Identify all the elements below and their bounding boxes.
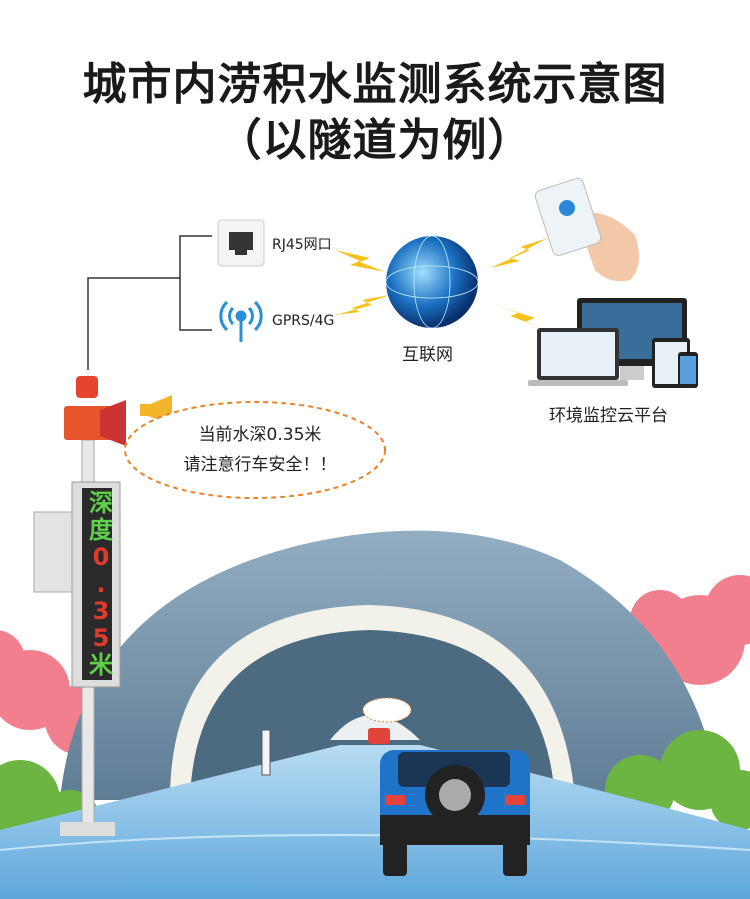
rj45-port-icon [217, 219, 265, 267]
blue-car [380, 750, 530, 876]
led-char-4: . [96, 570, 106, 598]
title-line-2: （以隧道为例） [217, 115, 533, 166]
bubble-line-2: 请注意行车安全！！ [183, 455, 337, 475]
speech-bubble [124, 401, 386, 499]
gprs-label: GPRS/4G [272, 313, 335, 329]
lightning-bolt-icons [335, 238, 548, 330]
monitoring-pole [33, 439, 121, 836]
title-line-1: 城市内涝积水监测系统示意图 [82, 59, 668, 110]
platform-label: 环境监控云平台 [549, 406, 668, 426]
flooded-road [0, 745, 750, 899]
rj45-label: RJ45网口 [272, 237, 332, 253]
water-level-sensor-post [261, 729, 271, 776]
distant-red-car [368, 728, 390, 744]
led-char-5: 3 [92, 597, 110, 625]
internet-label: 互联网 [402, 345, 453, 365]
monitoring-platform-devices-icon [528, 298, 698, 388]
led-char-7: 米 [89, 651, 113, 679]
internet-globe-icon [385, 235, 479, 329]
wireless-signal-icon [219, 300, 263, 342]
smartphone-icon [534, 177, 639, 282]
led-char-1: 深 [89, 489, 113, 517]
led-char-6: 5 [92, 624, 110, 652]
bubble-line-1: 当前水深0.35米 [198, 425, 322, 445]
alarm-light-speaker [64, 376, 126, 446]
speech-bubble-text: 当前水深0.35米 请注意行车安全！！ [150, 420, 370, 480]
led-char-3: 0 [92, 543, 110, 571]
led-char-2: 度 [89, 516, 113, 544]
